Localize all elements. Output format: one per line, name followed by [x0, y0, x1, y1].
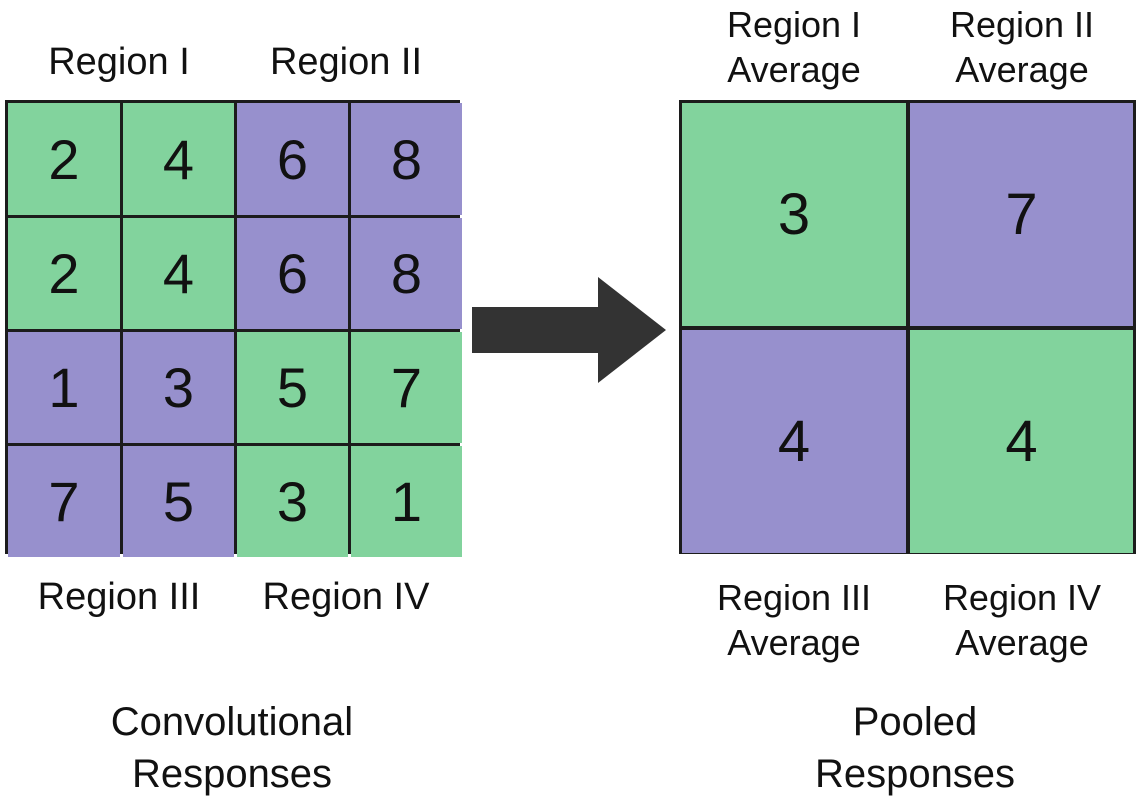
conv-cell: 3 — [123, 332, 234, 443]
pooled-title-line1: Pooled — [852, 700, 978, 744]
conv-cell: 1 — [351, 446, 462, 557]
pooled-region-ii-label: Region II Average — [949, 4, 1095, 90]
convolutional-responses-title: Convolutional Responses — [60, 696, 404, 800]
pooled-region-iv-label: Region IV Average — [942, 577, 1102, 663]
pooled-cell: 4 — [910, 330, 1133, 553]
pooled-region-i-label: Region I Average — [726, 4, 862, 90]
pooled-title-line2: Responses — [814, 752, 1016, 796]
conv-cell: 1 — [8, 332, 120, 443]
conv-cell: 8 — [351, 103, 462, 215]
conv-cell: 2 — [8, 103, 120, 215]
conv-cell: 2 — [8, 218, 120, 329]
pooled-cell: 4 — [682, 330, 906, 553]
conv-cell: 4 — [123, 103, 234, 215]
conv-cell: 8 — [351, 218, 462, 329]
conv-cell: 3 — [237, 446, 348, 557]
conv-region-iv-label: Region IV — [262, 576, 430, 618]
convolutional-title-line1: Convolutional — [110, 700, 354, 744]
conv-cell: 6 — [237, 103, 348, 215]
conv-cell: 7 — [8, 446, 120, 557]
conv-cell: 5 — [123, 446, 234, 557]
convolutional-title-line2: Responses — [131, 752, 333, 796]
conv-cell: 6 — [237, 218, 348, 329]
conv-region-i-label: Region I — [48, 41, 190, 83]
conv-region-iii-label: Region III — [37, 576, 201, 618]
pooled-responses-title: Pooled Responses — [740, 696, 1090, 800]
right-arrow-icon — [472, 277, 666, 383]
conv-cell: 5 — [237, 332, 348, 443]
conv-cell: 7 — [351, 332, 462, 443]
conv-cell: 4 — [123, 218, 234, 329]
pooled-cell: 3 — [682, 103, 906, 326]
pooled-cell: 7 — [910, 103, 1133, 326]
pooled-region-iii-label: Region III Average — [716, 577, 872, 663]
conv-region-ii-label: Region II — [269, 41, 423, 83]
